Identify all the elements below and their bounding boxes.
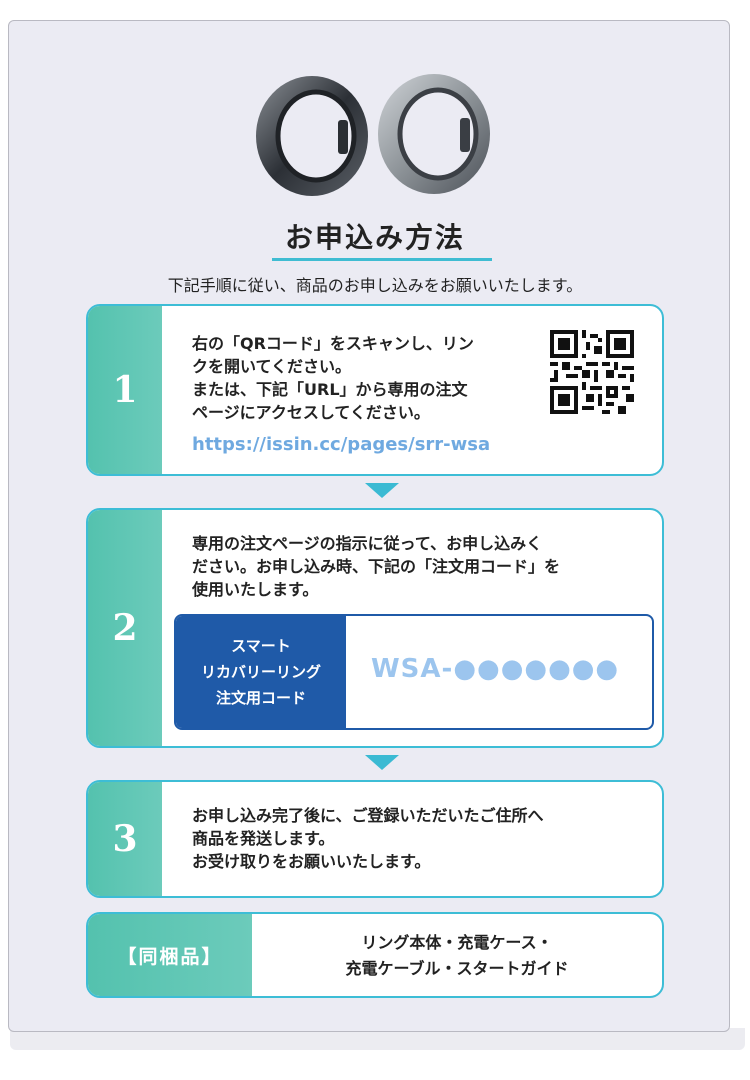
step-number-column: 2 xyxy=(88,510,162,746)
order-code-label-line: スマート xyxy=(231,637,291,655)
step-number: 2 xyxy=(112,607,138,649)
step-2-card: 2 専用の注文ページの指示に従って、お申し込みく ださい。お申し込み時、下記の「… xyxy=(86,508,664,748)
step-text-line: ページにアクセスしてください。 xyxy=(192,403,430,422)
step-number-column: 3 xyxy=(88,782,162,896)
step-number: 3 xyxy=(112,818,138,860)
order-code-value: WSA-●●●●●●● xyxy=(371,654,620,684)
package-contents-line: リング本体・充電ケース・ xyxy=(361,933,553,952)
title-underline xyxy=(272,258,492,261)
package-contents-label: 【同梱品】 xyxy=(88,914,252,996)
package-contents-line: 充電ケーブル・スタートガイド xyxy=(345,959,569,978)
step-3-card: 3 お申し込み完了後に、ご登録いただいたご住所へ 商品を発送します。 お受け取り… xyxy=(86,780,664,898)
card-shadow xyxy=(10,1028,745,1050)
step-1-card: 1 右の「QRコード」をスキャンし、リン クを開いてください。 または、下記「U… xyxy=(86,304,664,476)
step-text-line: クを開いてください。 xyxy=(192,357,352,376)
step-3-text: お申し込み完了後に、ご登録いただいたご住所へ 商品を発送します。 お受け取りをお… xyxy=(192,804,544,873)
package-contents-text: リング本体・充電ケース・ 充電ケーブル・スタートガイド xyxy=(252,930,662,982)
order-code-box: スマート リカバリーリング 注文用コード WSA-●●●●●●● xyxy=(174,614,654,730)
qr-code-icon[interactable] xyxy=(550,330,634,414)
page-title: お申込み方法 xyxy=(284,221,465,254)
step-text-line: 専用の注文ページの指示に従って、お申し込みく xyxy=(192,534,543,553)
step-text-line: お申し込み完了後に、ご登録いただいたご住所へ xyxy=(192,806,544,825)
step-down-arrow xyxy=(365,483,399,498)
step-1-text: 右の「QRコード」をスキャンし、リン クを開いてください。 または、下記「URL… xyxy=(192,332,474,424)
step-text-line: 使用いたします。 xyxy=(192,580,319,599)
step-number: 1 xyxy=(112,369,138,411)
step-text-line: お受け取りをお願いいたします。 xyxy=(192,852,431,871)
order-code-label-line: 注文用コード xyxy=(215,689,306,707)
step-number-column: 1 xyxy=(88,306,162,474)
smart-rings-image xyxy=(256,74,490,196)
page-subtitle: 下記手順に従い、商品のお申し込みをお願いいたします。 xyxy=(167,276,583,295)
step-text-line: 商品を発送します。 xyxy=(192,829,335,848)
order-code-label: スマート リカバリーリング 注文用コード xyxy=(176,616,346,728)
order-url-link[interactable]: https://issin.cc/pages/srr-wsa xyxy=(192,434,491,455)
package-contents-card: 【同梱品】 リング本体・充電ケース・ 充電ケーブル・スタートガイド xyxy=(86,912,664,998)
step-text-line: ださい。お申し込み時、下記の「注文用コード」を xyxy=(192,557,561,576)
step-text-line: または、下記「URL」から専用の注文 xyxy=(192,380,468,399)
step-down-arrow xyxy=(365,755,399,770)
step-2-text: 専用の注文ページの指示に従って、お申し込みく ださい。お申し込み時、下記の「注文… xyxy=(192,532,560,601)
step-text-line: 右の「QRコード」をスキャンし、リン xyxy=(192,334,474,353)
order-code-label-line: リカバリーリング xyxy=(200,663,321,681)
